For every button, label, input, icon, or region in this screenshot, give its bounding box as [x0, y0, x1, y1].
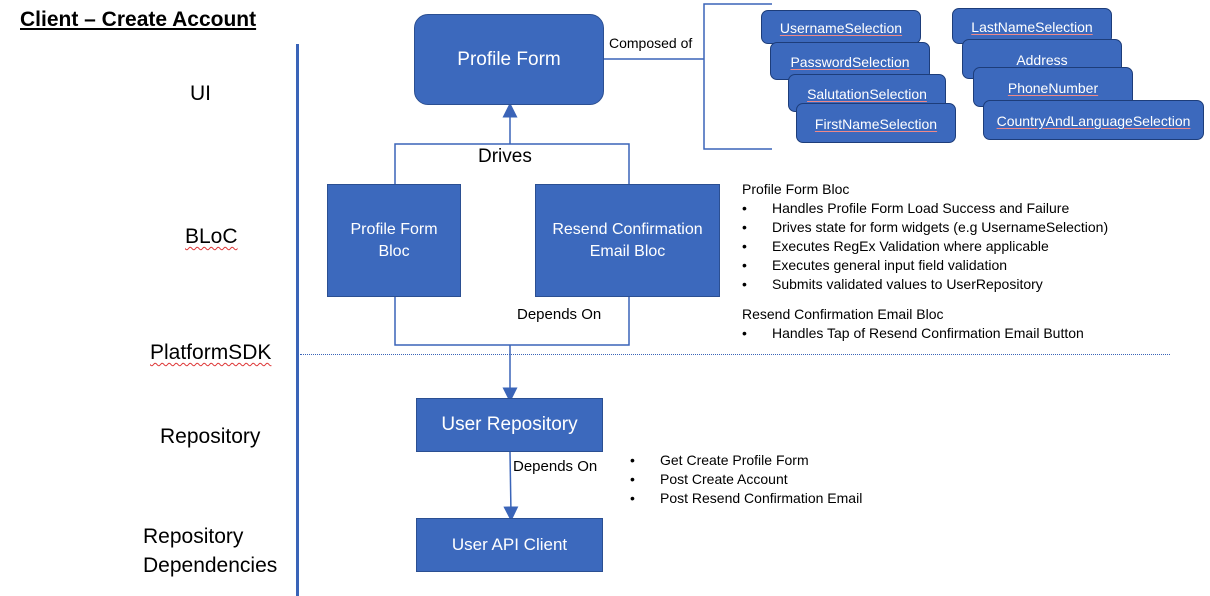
profile-form-bloc-notes: Profile Form Bloc Handles Profile Form L…: [742, 180, 1108, 294]
page-title: Client – Create Account: [20, 8, 257, 31]
notes-title: Resend Confirmation Email Bloc: [742, 306, 944, 322]
notes-item: Post Create Account: [630, 470, 862, 489]
composed-of-label: Composed of: [609, 35, 693, 51]
notes-item: Executes RegEx Validation where applicab…: [742, 237, 1108, 256]
layer-label-platform-sdk: PlatformSDK: [150, 341, 272, 364]
resend-bloc-notes: Resend Confirmation Email Bloc Handles T…: [742, 305, 1084, 343]
layer-label-repository-dependencies: Repository Dependencies: [143, 525, 278, 577]
notes-item: Handles Profile Form Load Success and Fa…: [742, 199, 1108, 218]
repository-notes: Get Create Profile Form Post Create Acco…: [630, 451, 862, 508]
notes-item: Executes general input field validation: [742, 256, 1108, 275]
drives-label: Drives: [478, 146, 532, 167]
widget-username-selection: UsernameSelection: [761, 10, 921, 44]
resend-confirmation-bloc-node: Resend Confirmation Email Bloc: [535, 184, 720, 297]
notes-item: Handles Tap of Resend Confirmation Email…: [742, 324, 1084, 343]
repo-depends-arrow: [503, 451, 519, 522]
notes-item: Post Resend Confirmation Email: [630, 489, 862, 508]
notes-item: Get Create Profile Form: [630, 451, 862, 470]
layer-label-ui: UI: [190, 82, 211, 105]
notes-item: Submits validated values to UserReposito…: [742, 275, 1108, 294]
notes-title: Profile Form Bloc: [742, 181, 850, 197]
repo-depends-on-label: Depends On: [513, 458, 598, 475]
user-repository-node: User Repository: [416, 398, 603, 452]
notes-item: Drives state for form widgets (e.g Usern…: [742, 218, 1108, 237]
profile-form-bloc-node: Profile Form Bloc: [327, 184, 461, 297]
user-api-client-node: User API Client: [416, 518, 603, 572]
widget-firstname-selection: FirstNameSelection: [796, 103, 956, 143]
layer-divider: [296, 44, 299, 596]
widget-password-selection: PasswordSelection: [770, 42, 930, 80]
profile-form-node: Profile Form: [414, 14, 604, 105]
layer-label-repository: Repository: [160, 425, 261, 448]
bloc-depends-on-label: Depends On: [517, 306, 602, 323]
platform-sdk-boundary: [300, 354, 1170, 355]
widget-country-language-selection: CountryAndLanguageSelection: [983, 100, 1204, 140]
layer-label-bloc: BLoC: [185, 225, 238, 248]
